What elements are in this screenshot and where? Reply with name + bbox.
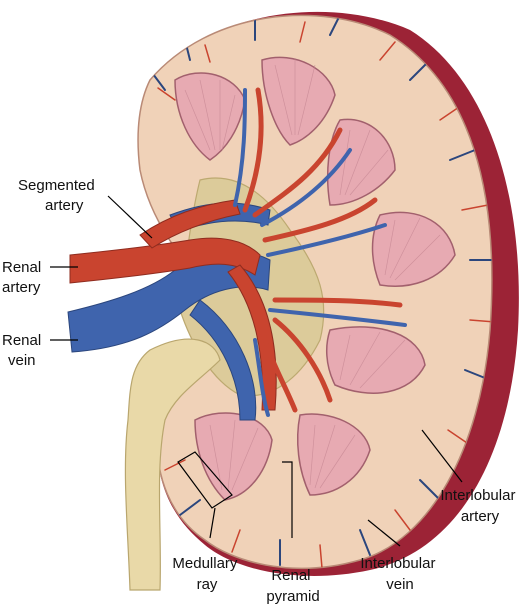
renal-pyramids (174, 56, 456, 501)
label-renal-artery: Renal artery (2, 259, 45, 296)
interlobar-vessels (149, 15, 492, 569)
ureter (124, 338, 221, 591)
label-interlobular-vein: Interlobular vein (360, 555, 439, 593)
leader-segmented-artery (107, 195, 153, 239)
label-renal-vein: Renal vein (2, 332, 45, 369)
medullary-ray-bracket (177, 451, 233, 509)
leader-renal-pyramid (282, 461, 293, 538)
leader-interlobular-artery (421, 429, 463, 483)
renal-artery (69, 199, 277, 411)
label-interlobular-artery: Interlobular artery (440, 487, 519, 525)
label-segmented-artery: Segmented artery (18, 177, 99, 214)
pyramid-striations (184, 58, 441, 491)
leader-interlobular-vein (367, 519, 401, 547)
label-medullary-ray: Medullary ray (172, 555, 241, 593)
label-renal-pyramid: Renal pyramid (266, 567, 319, 604)
leader-medullary-ray (209, 507, 216, 539)
